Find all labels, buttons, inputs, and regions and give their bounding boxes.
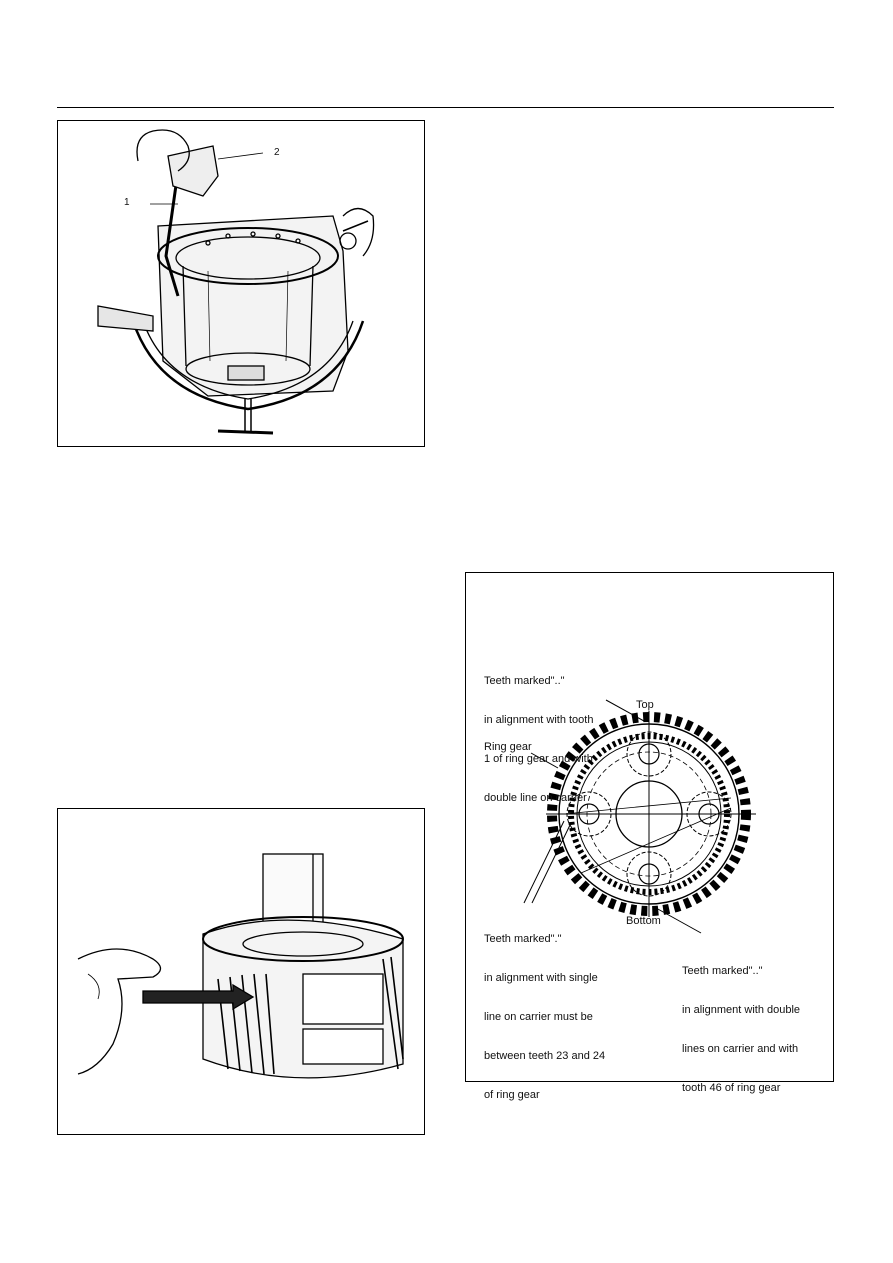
figure-planetary-carrier bbox=[57, 808, 425, 1135]
note-right-line-1: Teeth marked".." bbox=[682, 965, 763, 977]
label-bottom: Bottom bbox=[626, 915, 661, 927]
note-right-line-3: lines on carrier and with bbox=[682, 1043, 799, 1055]
note-top-line-2: in alignment with tooth bbox=[484, 714, 594, 726]
note-left-line-3: line on carrier must be bbox=[484, 1011, 593, 1023]
callout-1: 1 bbox=[124, 197, 130, 208]
note-left-line-5: of ring gear bbox=[484, 1089, 540, 1101]
ring-gear-diagram bbox=[523, 699, 756, 934]
label-ring-gear: Ring gear bbox=[484, 741, 532, 753]
note-right-line-2: in alignment with double bbox=[682, 1004, 801, 1016]
note-top-line-4: double line on carrier bbox=[484, 792, 587, 804]
note-left-line-1: Teeth marked"." bbox=[484, 933, 562, 945]
note-left-line-4: between teeth 23 and 24 bbox=[484, 1050, 606, 1062]
note-single-line: Teeth marked"." in alignment with single… bbox=[484, 907, 605, 1128]
note-right-line-4: tooth 46 of ring gear bbox=[682, 1082, 781, 1094]
figure-ring-gear-alignment: Teeth marked".." in alignment with tooth… bbox=[465, 572, 834, 1101]
note-top-line-3: 1 of ring gear and with bbox=[484, 753, 593, 765]
carrier-illustration bbox=[77, 853, 404, 1079]
note-double-line: Teeth marked".." in alignment with doubl… bbox=[682, 939, 800, 1121]
tool-case-illustration bbox=[97, 129, 375, 435]
header-rule bbox=[57, 107, 834, 108]
callout-2: 2 bbox=[274, 147, 280, 158]
figure-tool-on-case: 1 2 bbox=[57, 120, 425, 447]
note-left-line-2: in alignment with single bbox=[484, 972, 598, 984]
note-top-alignment: Teeth marked".." in alignment with tooth… bbox=[484, 649, 593, 831]
label-top: Top bbox=[636, 699, 654, 711]
note-top-line-1: Teeth marked".." bbox=[484, 675, 565, 687]
